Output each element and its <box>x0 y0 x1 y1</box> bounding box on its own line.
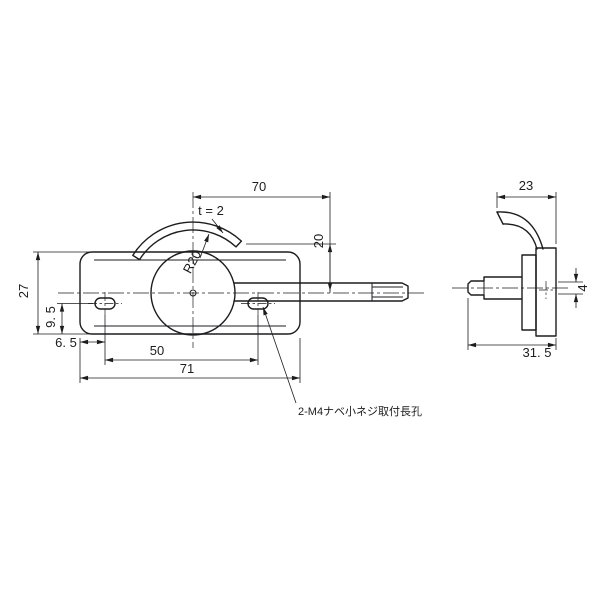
side-rod-tip <box>467 276 523 300</box>
dim-overall-width: 71 <box>80 338 301 383</box>
dim-thickness-label: t = 2 <box>198 203 224 218</box>
dim-radius: R20 <box>180 233 210 276</box>
dim-plate-height-label: 27 <box>16 284 31 298</box>
dim-hole-edge-label: 6. 5 <box>55 335 77 350</box>
mounting-hole-note: 2-M4ナベ小ネジ取付長孔 <box>262 306 422 418</box>
side-hook-outer <box>496 211 544 250</box>
pivot-hub <box>189 289 197 297</box>
side-hook-inner <box>502 223 538 250</box>
dim-plate-height: 27 <box>16 251 90 335</box>
dim-overall-depth: 31. 5 <box>467 298 557 360</box>
dim-hole-bottom: 9. 5 <box>43 303 93 334</box>
dim-hole-bottom-label: 9. 5 <box>43 306 58 328</box>
dim-top-width-label: 70 <box>252 179 266 194</box>
dim-rod-height-label: 20 <box>311 234 326 248</box>
side-boss <box>521 254 537 331</box>
mounting-hole-note-label: 2-M4ナベ小ネジ取付長孔 <box>298 405 422 418</box>
front-view: 70 t = 2 R20 20 27 9. 5 <box>16 179 424 418</box>
dim-hole-edge: 6. 5 <box>55 315 106 383</box>
cam-disc <box>150 250 236 336</box>
base-plate-outline <box>79 251 301 335</box>
dim-overall-depth-label: 31. 5 <box>523 345 552 360</box>
latch-arc-band <box>132 221 243 261</box>
side-view: 23 31. 5 4 <box>452 178 590 360</box>
side-hook-tip <box>496 211 504 225</box>
dim-hole-pitch-label: 50 <box>150 343 164 358</box>
dim-tip-height: 4 <box>558 268 590 308</box>
dim-tip-height-label: 4 <box>575 284 590 291</box>
handle-rod <box>233 282 409 302</box>
dim-rod-height: 20 <box>246 234 336 291</box>
dim-top-depth-label: 23 <box>519 178 533 193</box>
dim-overall-width-label: 71 <box>180 361 194 376</box>
dim-thickness: t = 2 <box>198 203 224 234</box>
dim-top-depth: 23 <box>496 178 557 244</box>
dim-top-width: 70 <box>193 179 331 293</box>
side-plate-edge <box>535 247 557 337</box>
dim-hole-pitch: 50 <box>105 315 259 365</box>
